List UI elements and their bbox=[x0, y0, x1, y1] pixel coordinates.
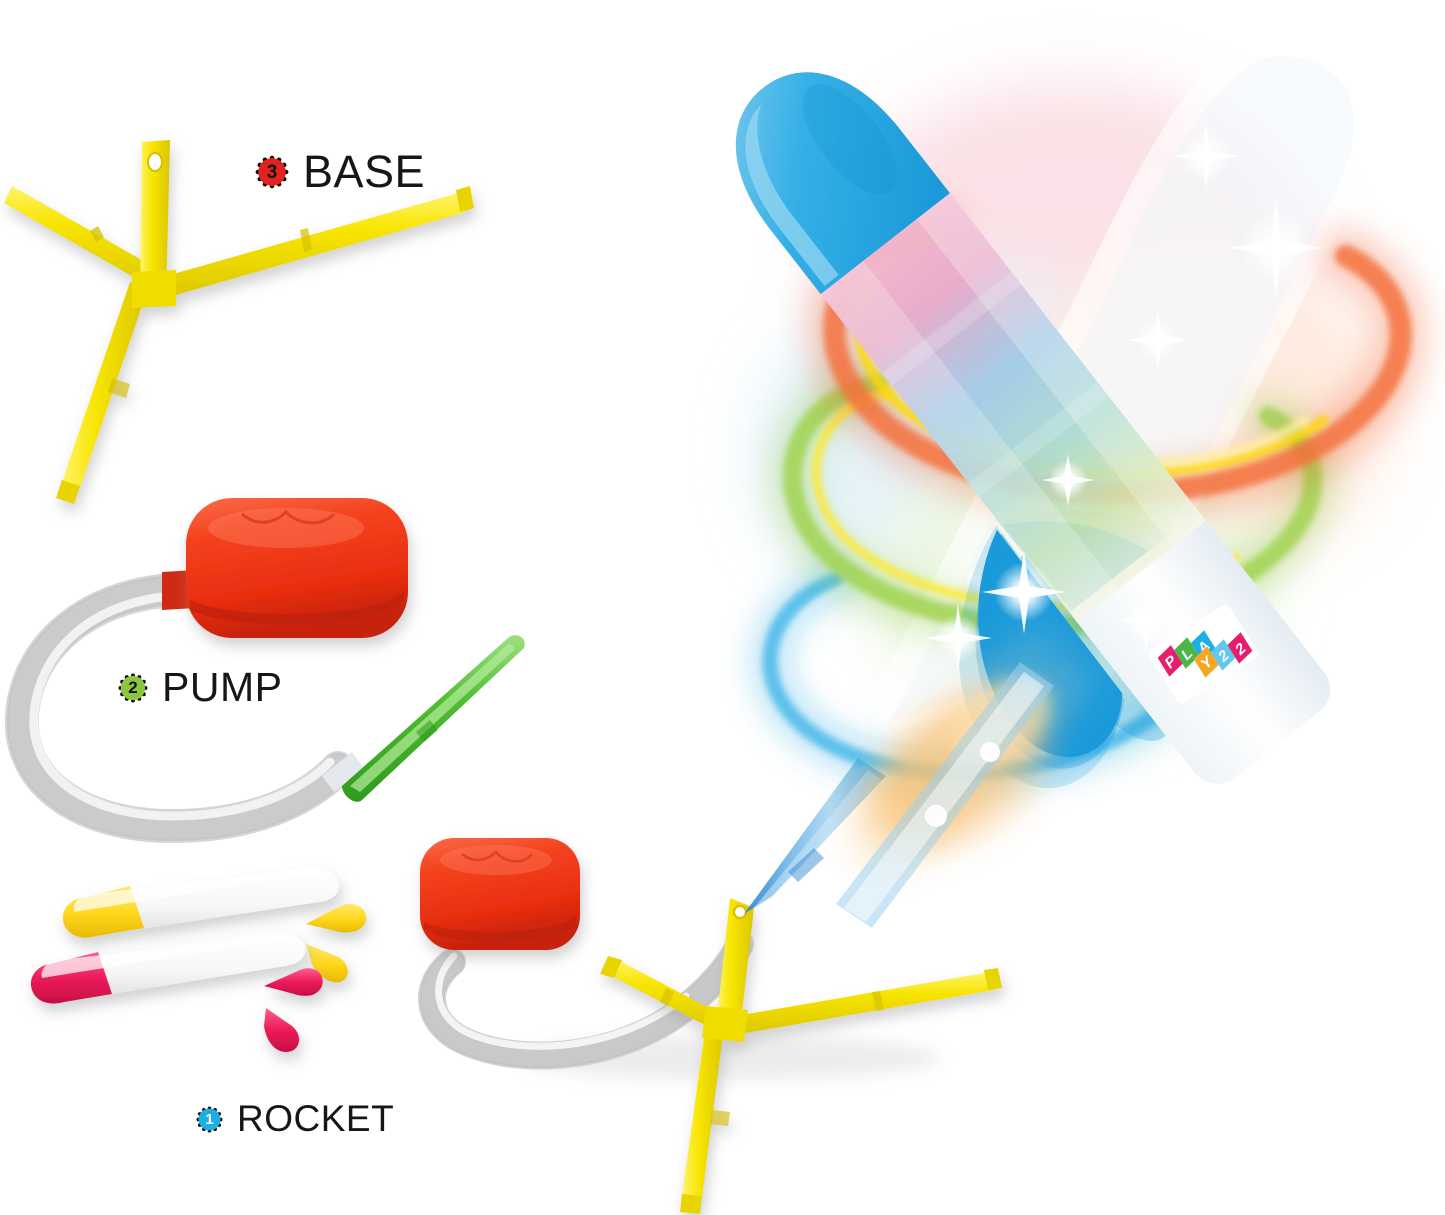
launch-tube bbox=[744, 758, 886, 914]
launcher-upright-arm bbox=[716, 898, 754, 1030]
rocket-body-pink-highlight bbox=[41, 935, 294, 978]
callout-label-rocket: ROCKET bbox=[237, 1098, 395, 1139]
gear-badge-icon: 3 bbox=[255, 155, 289, 189]
base-leg-left bbox=[4, 186, 168, 292]
callout-label-base: BASE bbox=[303, 146, 426, 197]
pump-hose-ribs bbox=[6, 575, 353, 842]
launcher-leg-front-joint bbox=[710, 1110, 730, 1126]
pump-bellows-emboss bbox=[241, 509, 336, 525]
sparkle-6 bbox=[924, 604, 992, 672]
pump-bellows-body bbox=[186, 498, 408, 638]
sparkle-7 bbox=[1116, 590, 1176, 650]
base-upright-post bbox=[140, 140, 170, 298]
pump-part-standalone bbox=[4, 498, 525, 844]
gear-badge-fill bbox=[258, 158, 286, 186]
sparkle-3 bbox=[1128, 310, 1188, 370]
launcher-hose-highlight bbox=[435, 952, 690, 1050]
foam-rocket-yellow bbox=[62, 867, 367, 983]
launcher-leg-left-joint bbox=[660, 988, 674, 1006]
base-post-hole bbox=[148, 153, 162, 171]
launcher-leg-right bbox=[736, 972, 994, 1034]
rocket-fin-yellow-upper bbox=[306, 903, 367, 933]
pump-hose-collar bbox=[322, 752, 364, 792]
rocket-nose-cone-shade bbox=[802, 84, 897, 195]
gear-badge-shape bbox=[255, 155, 289, 189]
hero-rocket-in-flight: P L A Y 2 bbox=[735, 21, 1427, 928]
rocket-fin-pink-upper bbox=[264, 968, 323, 996]
rod-dot-1 bbox=[925, 805, 947, 827]
launcher-hub bbox=[702, 1006, 748, 1042]
launcher-leg-right-cap bbox=[984, 968, 1002, 990]
launcher-pump-emboss bbox=[461, 850, 533, 863]
rocket-fin-ghost-center bbox=[1020, 554, 1171, 741]
launcher-leg-front bbox=[682, 1024, 724, 1198]
foam-rocket-pink bbox=[30, 931, 323, 1052]
body-band-1 bbox=[882, 271, 1022, 386]
rocket-glow-body-right-sheen bbox=[903, 175, 1207, 547]
pump-nozzle bbox=[342, 635, 525, 802]
base-leg-front bbox=[62, 282, 148, 488]
rocket-fin-pink-lower bbox=[264, 1008, 300, 1052]
rod-dot-2 bbox=[980, 742, 1000, 762]
launcher-pump-seam bbox=[424, 916, 576, 942]
gear-badge-shape bbox=[118, 673, 148, 702]
pump-nozzle-highlight bbox=[350, 644, 514, 792]
base-tripod-shape bbox=[4, 140, 474, 504]
rocket-nose-cone-texture bbox=[745, 104, 839, 287]
launcher-pump bbox=[420, 838, 580, 950]
sparkle-2 bbox=[1228, 200, 1324, 296]
sparkle-4 bbox=[1042, 454, 1094, 506]
rocket-sparkles bbox=[924, 122, 1324, 672]
pump-bellows-seam bbox=[190, 592, 404, 625]
base-leg-front-joint bbox=[108, 378, 130, 398]
callout-pump: 2 PUMP bbox=[118, 664, 282, 711]
gear-badge-shape bbox=[196, 1105, 223, 1133]
callout-rocket: 1 ROCKET bbox=[196, 1098, 394, 1140]
base-leg-right-cap bbox=[456, 186, 474, 212]
callout-base: 3 BASE bbox=[255, 146, 425, 198]
assembled-launcher bbox=[418, 758, 1002, 1214]
launcher-base-tripod bbox=[600, 898, 1002, 1214]
hero-launch-rod bbox=[836, 662, 1054, 928]
callout-number: 1 bbox=[205, 1110, 214, 1128]
rocket-fin-yellow-lower bbox=[306, 944, 348, 983]
base-leg-left-joint bbox=[90, 226, 104, 242]
base-leg-front-cap bbox=[56, 480, 80, 504]
launcher-pump-highlight bbox=[440, 845, 552, 875]
gear-badge-fill bbox=[198, 1108, 221, 1130]
launcher-arm-hole bbox=[734, 906, 746, 918]
callout-number: 3 bbox=[266, 161, 278, 183]
play22-logo-sticker: P L A Y 2 bbox=[1149, 604, 1258, 704]
gear-badge-icon: 1 bbox=[196, 1105, 223, 1133]
launcher-hose bbox=[418, 930, 754, 1070]
launch-tube-highlight bbox=[752, 770, 882, 910]
pump-nozzle-ring bbox=[416, 720, 438, 742]
rockets-part-standalone bbox=[30, 867, 367, 1052]
rocket-glow-body bbox=[807, 175, 1207, 622]
sparkle-5 bbox=[982, 550, 1066, 634]
callout-number: 2 bbox=[128, 678, 138, 697]
base-hub bbox=[132, 270, 176, 308]
launcher-leg-right-joint bbox=[872, 991, 884, 1011]
gear-badge-fill bbox=[120, 675, 146, 700]
gear-badge-icon: 2 bbox=[118, 673, 148, 703]
pump-hose bbox=[4, 573, 355, 844]
pump-hose-highlight bbox=[29, 591, 335, 821]
rocket-body-group: P L A Y 2 bbox=[735, 72, 1330, 784]
sparkle-1 bbox=[1172, 122, 1240, 190]
launcher-leg-front-cap bbox=[680, 1194, 702, 1214]
rocket-glow-body-left-sheen bbox=[807, 243, 1120, 622]
logo-letter-blocks: P L A Y 2 bbox=[1157, 630, 1253, 678]
launcher-leg-left-cap bbox=[600, 956, 622, 978]
launch-tube-collar bbox=[788, 848, 824, 882]
base-post-hole-rim bbox=[147, 152, 163, 172]
callout-label-pump: PUMP bbox=[162, 664, 283, 710]
base-leg-right-joint bbox=[300, 228, 312, 252]
launcher-hose-ribs bbox=[419, 931, 753, 1069]
base-part-standalone bbox=[4, 140, 474, 504]
rocket-body-yellow-highlight bbox=[73, 869, 326, 912]
body-band-2 bbox=[968, 382, 1109, 498]
